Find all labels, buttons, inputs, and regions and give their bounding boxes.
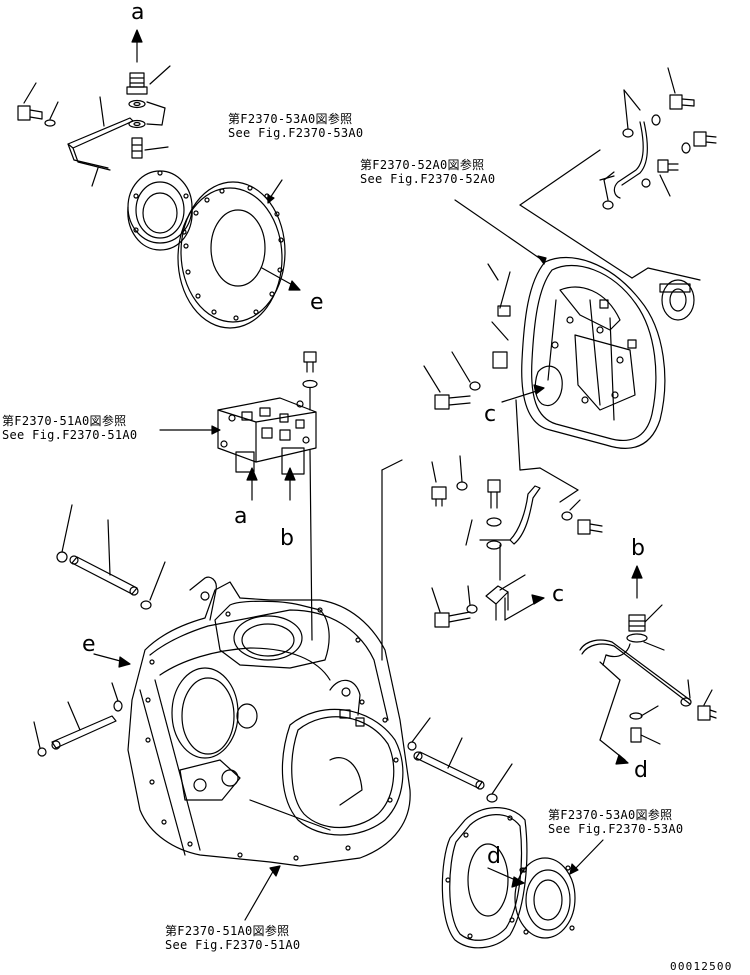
- callout-d-bottom: d: [487, 844, 501, 869]
- ref-f2370-53a0-top: 第F2370-53A0図参照 See Fig.F2370-53A0: [228, 112, 363, 140]
- ref-f2370-51a0-mid: 第F2370-51A0図参照 See Fig.F2370-51A0: [2, 414, 137, 442]
- callout-c-right: c: [552, 582, 565, 607]
- ref-jp-text: 第F2370-51A0図参照: [2, 414, 127, 428]
- callout-a-mid: a: [234, 504, 248, 529]
- callout-a-top: a: [131, 0, 145, 25]
- ref-f2370-51a0-bottom: 第F2370-51A0図参照 See Fig.F2370-51A0: [165, 924, 300, 952]
- mid-right-group: [431, 399, 603, 628]
- ref-jp-text: 第F2370-52A0図参照: [360, 158, 485, 172]
- control-valve: [159, 351, 318, 641]
- callout-e-left: e: [82, 632, 96, 657]
- callout-e-plate: e: [310, 290, 324, 315]
- left-shaft: [33, 504, 166, 757]
- document-number: 00012500: [670, 960, 733, 973]
- main-transmission-housing: [127, 459, 411, 921]
- ref-en-text: See Fig.F2370-51A0: [2, 428, 138, 442]
- top-left-group: [17, 29, 193, 251]
- ref-jp-text: 第F2370-51A0図参照: [165, 924, 290, 938]
- ref-jp-text: 第F2370-53A0図参照: [228, 112, 353, 126]
- callout-b-mid: b: [280, 526, 294, 551]
- bottom-right-group: [407, 717, 604, 949]
- right-pipe-group: [579, 565, 717, 765]
- ref-en-text: See Fig.F2370-52A0: [360, 172, 496, 186]
- ref-f2370-52a0: 第F2370-52A0図参照 See Fig.F2370-52A0: [360, 158, 495, 186]
- callout-b-right: b: [631, 536, 645, 561]
- callout-c-housing: c: [484, 402, 497, 427]
- ref-en-text: See Fig.F2370-53A0: [548, 822, 684, 836]
- callout-d-right: d: [634, 758, 648, 783]
- flywheel-plate: [177, 179, 301, 329]
- top-right-pipe-group: [519, 67, 717, 321]
- ref-jp-text: 第F2370-53A0図参照: [548, 808, 673, 822]
- transmission-cover-housing: [423, 199, 666, 449]
- ref-en-text: See Fig.F2370-51A0: [165, 938, 301, 952]
- ref-en-text: See Fig.F2370-53A0: [228, 126, 364, 140]
- ref-f2370-53a0-bottom: 第F2370-53A0図参照 See Fig.F2370-53A0: [548, 808, 683, 836]
